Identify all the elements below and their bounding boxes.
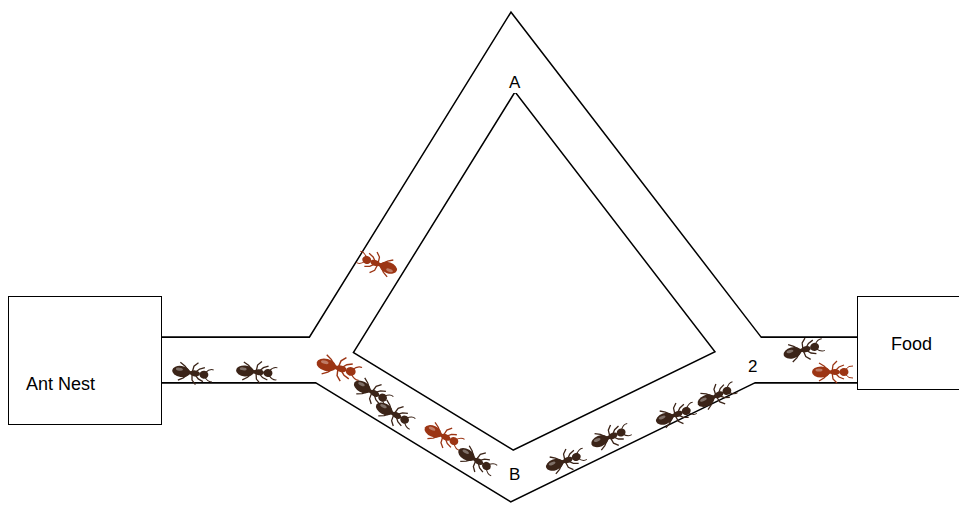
node-label: Ant Nest <box>26 373 95 395</box>
ant-figure <box>542 443 588 478</box>
nest-box: Ant Nest <box>8 296 162 425</box>
node-label: Food <box>891 333 932 355</box>
ant-figure <box>587 419 633 455</box>
ant-figure <box>171 359 215 386</box>
ant-figure <box>371 395 418 434</box>
ant-figure <box>781 334 826 366</box>
tunnel-path <box>162 360 857 476</box>
ant-figure <box>812 361 853 383</box>
ant-figure <box>693 377 739 414</box>
ant-figure <box>453 440 500 480</box>
tunnel-path <box>162 52 857 360</box>
food-box: Food <box>857 296 959 390</box>
path-letter: A <box>507 73 522 93</box>
ant-figure <box>314 351 364 386</box>
tunnel-wall <box>162 52 857 360</box>
callout-number: 2 <box>746 357 759 377</box>
ant-figure <box>652 397 698 432</box>
path-letter: B <box>507 465 522 485</box>
ant-figure <box>235 359 278 384</box>
tunnel-wall <box>162 360 857 476</box>
ant-figure <box>355 246 401 281</box>
tunnel-floors <box>162 52 857 476</box>
tunnel-walls <box>162 52 857 476</box>
